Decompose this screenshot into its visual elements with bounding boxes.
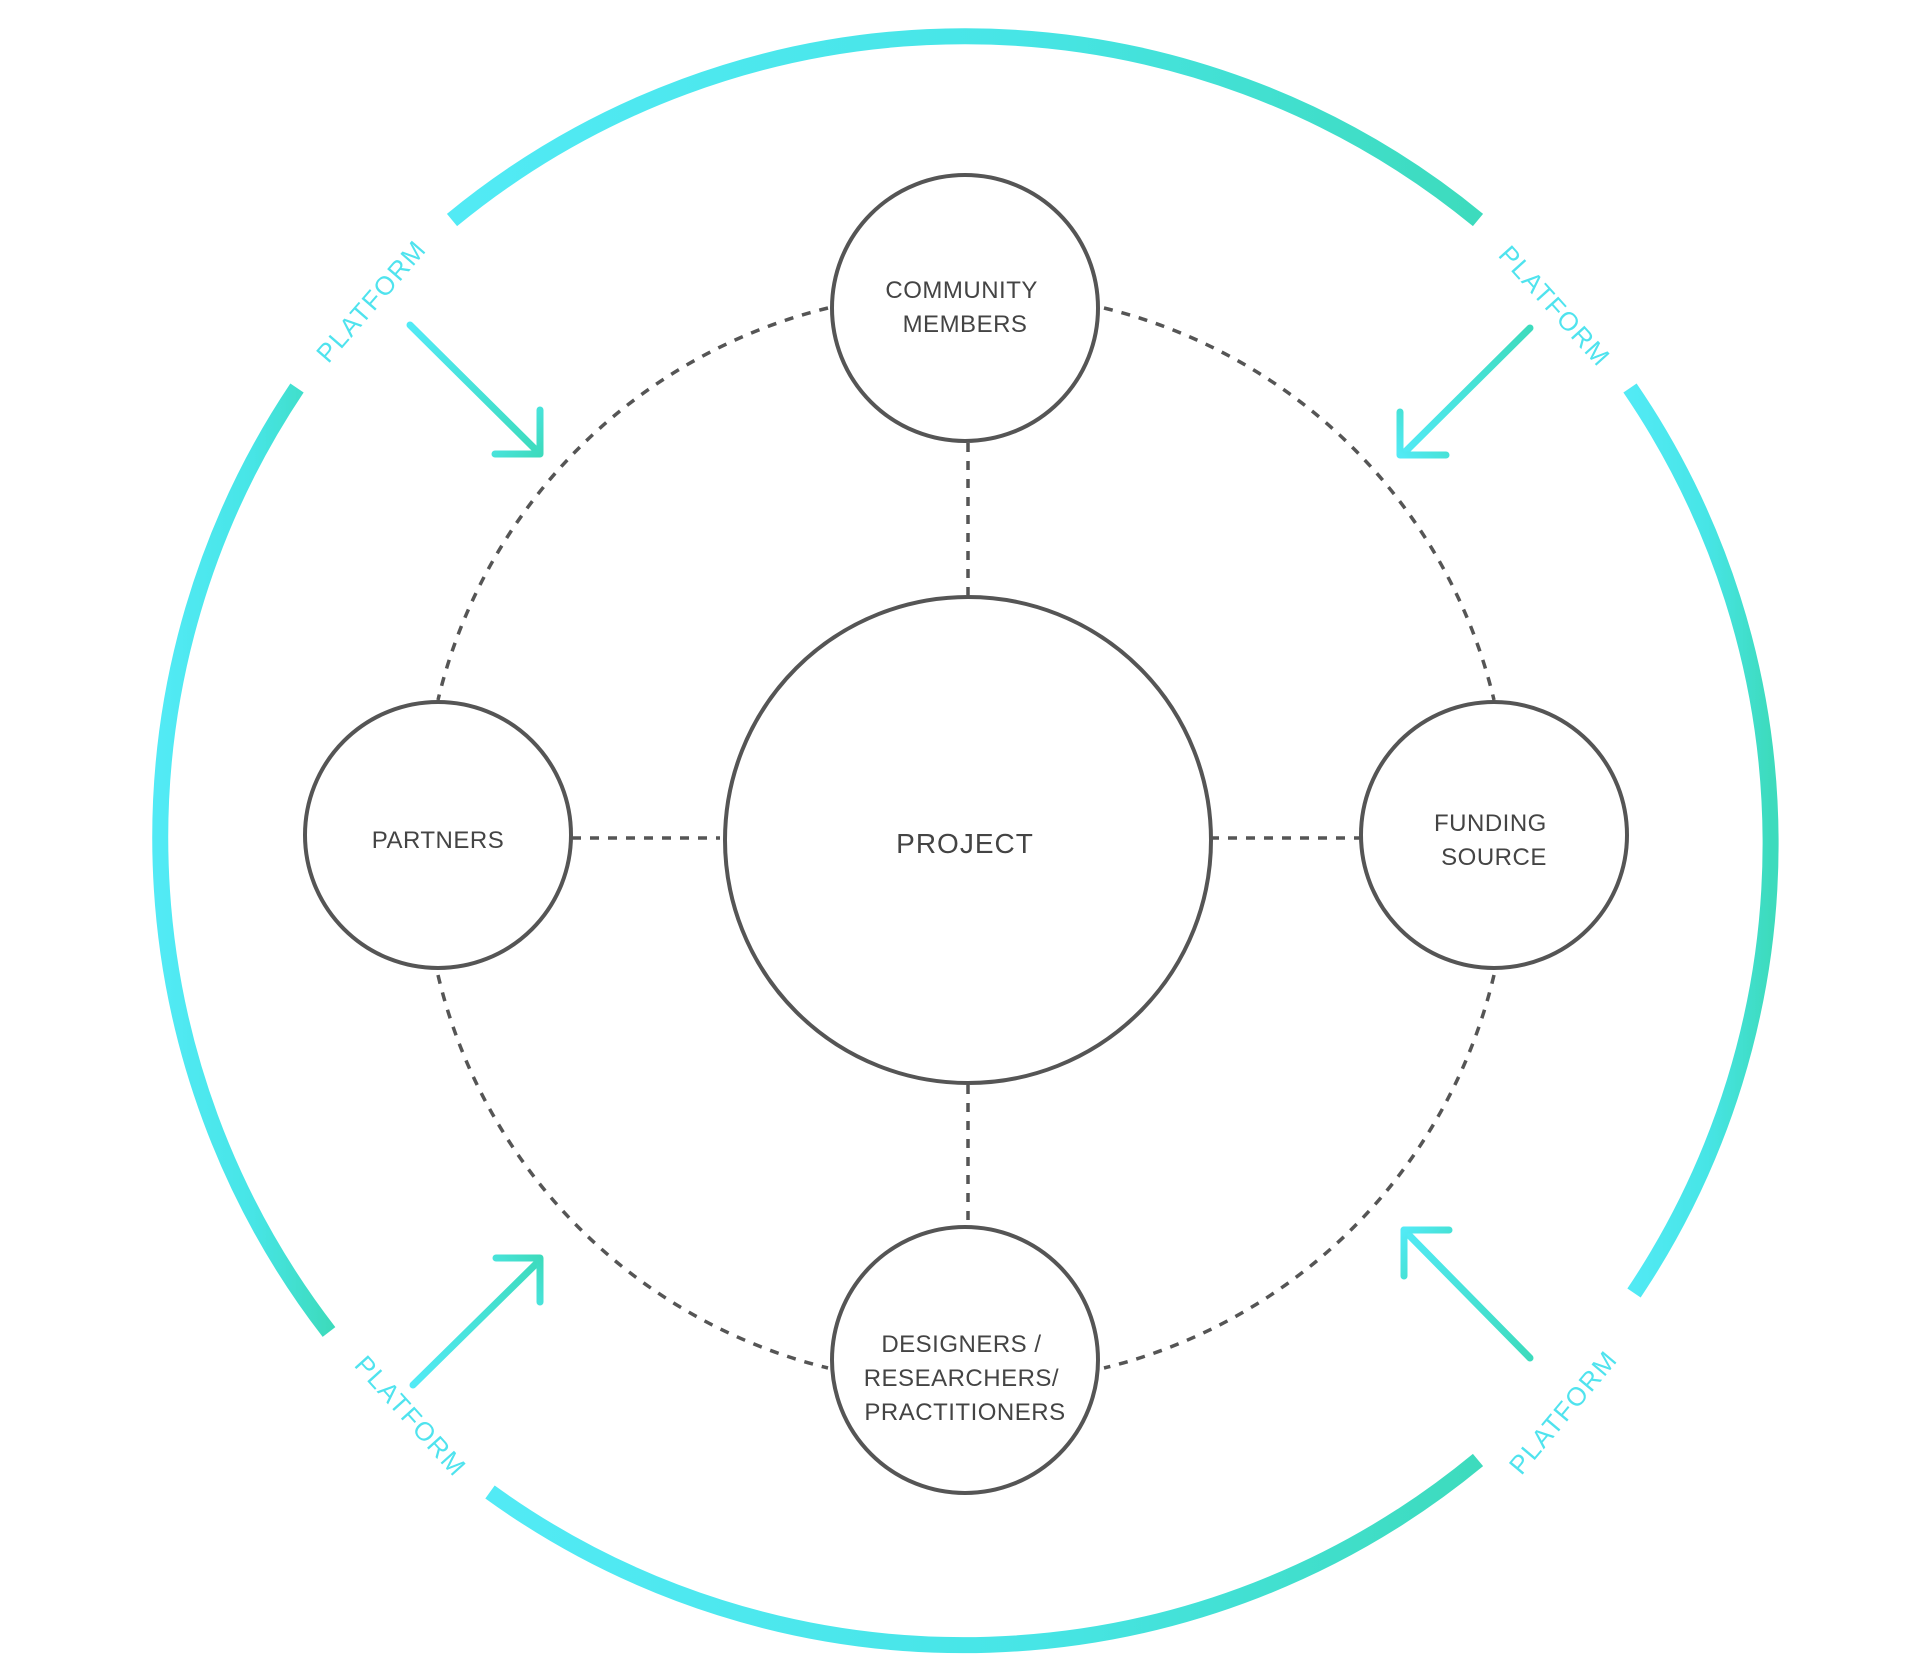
platform-arc-bottom xyxy=(485,1453,1484,1654)
arrow-top-left xyxy=(406,321,544,458)
platform-arc-top xyxy=(446,28,1484,227)
platform-label-bottom-left: PLATFORM xyxy=(349,1350,473,1483)
designers-line-2: RESEARCHERS/ xyxy=(864,1365,1059,1392)
arrow-top-right xyxy=(1396,324,1534,459)
spokes xyxy=(572,443,1360,1225)
platform-ring xyxy=(152,28,1779,1654)
arrow-bottom-left xyxy=(409,1254,544,1389)
designers-line-1: DESIGNERS / xyxy=(881,1331,1041,1358)
community-members-line-2: MEMBERS xyxy=(903,311,1028,338)
partners-label: PARTNERS xyxy=(372,827,504,854)
platform-label-top-left: PLATFORM xyxy=(310,234,432,368)
partners-node: PARTNERS xyxy=(303,700,573,970)
designers-label: DESIGNERS / RESEARCHERS/ PRACTITIONERS xyxy=(864,1331,1067,1426)
platform-arc-right xyxy=(1623,383,1779,1298)
designers-line-3: PRACTITIONERS xyxy=(864,1399,1065,1426)
project-label: PROJECT xyxy=(896,828,1034,859)
platform-label-bottom-right: PLATFORM xyxy=(1503,1344,1623,1479)
funding-source-label: FUNDING SOURCE xyxy=(1434,810,1554,871)
orbit-dashed-ring xyxy=(436,306,1496,1370)
designers-node: DESIGNERS / RESEARCHERS/ PRACTITIONERS xyxy=(830,1225,1100,1495)
platform-arc-left xyxy=(152,383,336,1337)
platform-label-top-right: PLATFORM xyxy=(1493,240,1617,373)
funding-source-node: FUNDING SOURCE xyxy=(1359,700,1629,970)
funding-source-line-1: FUNDING xyxy=(1434,810,1547,837)
community-members-node: COMMUNITY MEMBERS xyxy=(830,173,1100,443)
community-members-line-1: COMMUNITY xyxy=(885,277,1037,304)
project-node: PROJECT xyxy=(723,595,1213,1085)
arrow-bottom-right xyxy=(1400,1226,1534,1362)
funding-source-line-2: SOURCE xyxy=(1441,844,1547,871)
community-members-label: COMMUNITY MEMBERS xyxy=(885,277,1044,338)
partners-line-1: PARTNERS xyxy=(372,827,504,854)
